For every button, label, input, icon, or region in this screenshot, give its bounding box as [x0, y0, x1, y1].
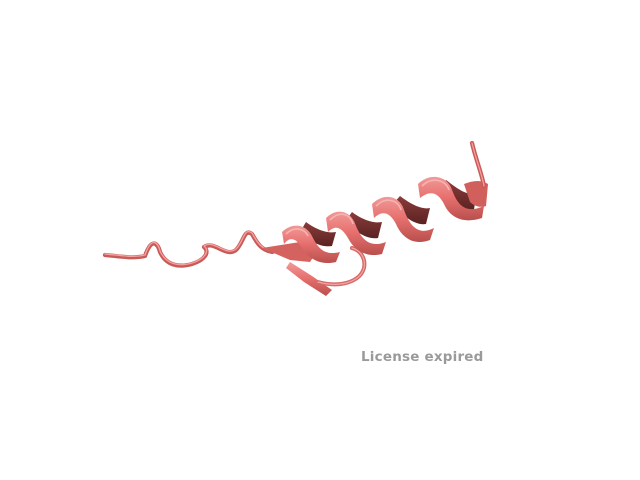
- alpha-helix: [282, 176, 488, 264]
- license-watermark: License expired: [361, 349, 484, 365]
- coil-n-terminus: [102, 230, 288, 268]
